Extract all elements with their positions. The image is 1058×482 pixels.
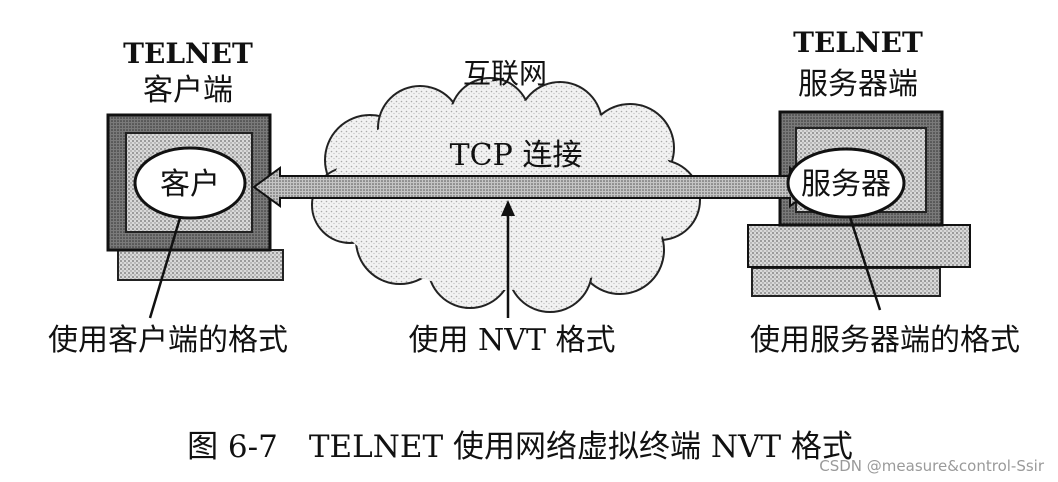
server-bubble-label: 服务器 <box>801 167 891 202</box>
server-format-label: 使用服务器端的格式 <box>750 323 1020 358</box>
tcp-connection-label: TCP 连接 <box>450 138 583 173</box>
client-title: TELNET <box>123 37 253 70</box>
watermark: CSDN @measure&control-Ssir <box>819 457 1045 475</box>
client-subtitle: 客户端 <box>143 73 233 108</box>
client-bubble-label: 客户 <box>160 167 220 202</box>
client-keyboard <box>118 250 283 280</box>
server-title: TELNET <box>793 26 923 59</box>
server-subtitle: 服务器端 <box>798 67 918 102</box>
server-keyboard <box>752 268 940 296</box>
nvt-format-label: 使用 NVT 格式 <box>409 323 616 358</box>
internet-title: 互联网 <box>463 57 547 90</box>
client-format-label: 使用客户端的格式 <box>48 323 288 358</box>
figure-caption: 图 6-7 TELNET 使用网络虚拟终端 NVT 格式 <box>187 429 853 465</box>
